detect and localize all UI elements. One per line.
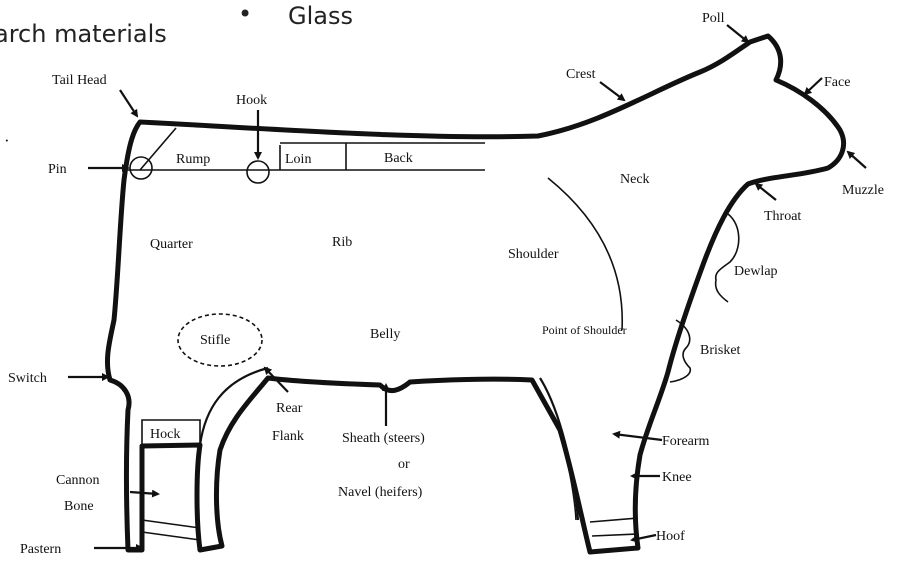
label-loin: Loin	[285, 152, 311, 167]
tailhead-diagonal	[140, 128, 176, 170]
label-stifle: Stifle	[200, 333, 230, 348]
shoulder-curve	[548, 178, 622, 330]
face-arrow	[805, 78, 822, 94]
throat-arrow	[756, 184, 776, 200]
label-tail-head: Tail Head	[52, 73, 107, 88]
rear-hoof-line	[142, 520, 200, 528]
label-back: Back	[384, 151, 413, 166]
label-rib: Rib	[332, 235, 352, 250]
forearm-arrow	[614, 434, 662, 440]
muzzle-arrow	[848, 152, 866, 168]
label-sheath-2: or	[398, 457, 410, 472]
hind-leg-curve	[200, 368, 268, 445]
label-rear-flank-1: Rear	[276, 401, 303, 416]
label-sheath-1: Sheath (steers)	[342, 431, 425, 446]
label-crest: Crest	[566, 67, 596, 82]
label-cannon-2: Bone	[64, 499, 94, 514]
cannon-arrow	[130, 492, 158, 494]
rear-pastern-line	[142, 532, 200, 540]
label-poll: Poll	[702, 11, 725, 26]
poll-arrow	[727, 25, 748, 42]
label-forearm: Forearm	[662, 434, 710, 449]
label-pastern: Pastern	[20, 542, 61, 557]
label-rear-flank-2: Flank	[272, 429, 304, 444]
crest-arrow	[600, 82, 624, 100]
label-dewlap: Dewlap	[734, 264, 778, 279]
label-quarter: Quarter	[150, 237, 193, 252]
header-bullet: •	[238, 0, 252, 28]
front-hoof-line	[590, 518, 638, 522]
label-neck: Neck	[620, 172, 650, 187]
hook-circle	[247, 161, 269, 183]
header-left-text: arch materials	[0, 20, 167, 48]
label-hook-top: Hook	[236, 93, 267, 108]
label-sheath-3: Navel (heifers)	[338, 485, 423, 500]
label-switch: Switch	[8, 371, 47, 386]
label-cannon-1: Cannon	[56, 473, 100, 488]
label-point-of-shoulder: Point of Shoulder	[542, 323, 627, 337]
header-right-text: Glass	[288, 2, 353, 30]
cattle-body-outline	[107, 36, 843, 552]
stray-mark: ·	[4, 131, 10, 150]
label-muzzle: Muzzle	[842, 183, 884, 198]
tail-head-arrow	[120, 90, 137, 116]
label-face: Face	[824, 75, 850, 90]
label-throat: Throat	[764, 209, 801, 224]
front-pastern-line	[592, 534, 638, 536]
label-pin: Pin	[48, 162, 67, 177]
inner-leg-back	[540, 378, 578, 520]
label-brisket: Brisket	[700, 343, 741, 358]
label-rump: Rump	[176, 152, 210, 167]
label-hoof: Hoof	[656, 529, 685, 544]
label-belly: Belly	[370, 327, 400, 342]
label-hock-leg: Hock	[150, 427, 180, 442]
label-shoulder: Shoulder	[508, 247, 559, 262]
label-knee: Knee	[662, 470, 692, 485]
